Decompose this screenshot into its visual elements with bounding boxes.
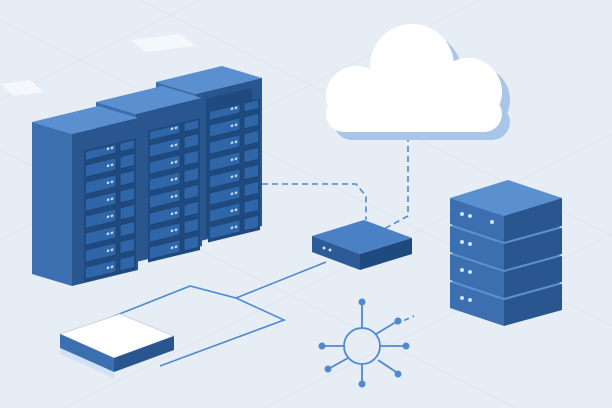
racks-to-router-link [262,183,367,220]
network-switch-icon [312,220,412,270]
router-to-storage-link [83,261,327,329]
rack-bays [84,97,260,283]
storage-box-icon [58,313,176,378]
floor-highlights [0,34,196,96]
cloud-to-router-link [381,126,409,231]
server-racks [32,66,262,286]
server-unit [450,180,562,242]
server-stack-icon [450,180,562,326]
storage-to-grid-link [159,297,287,367]
cloud-icon [326,24,510,140]
network-hub-icon [318,298,410,388]
